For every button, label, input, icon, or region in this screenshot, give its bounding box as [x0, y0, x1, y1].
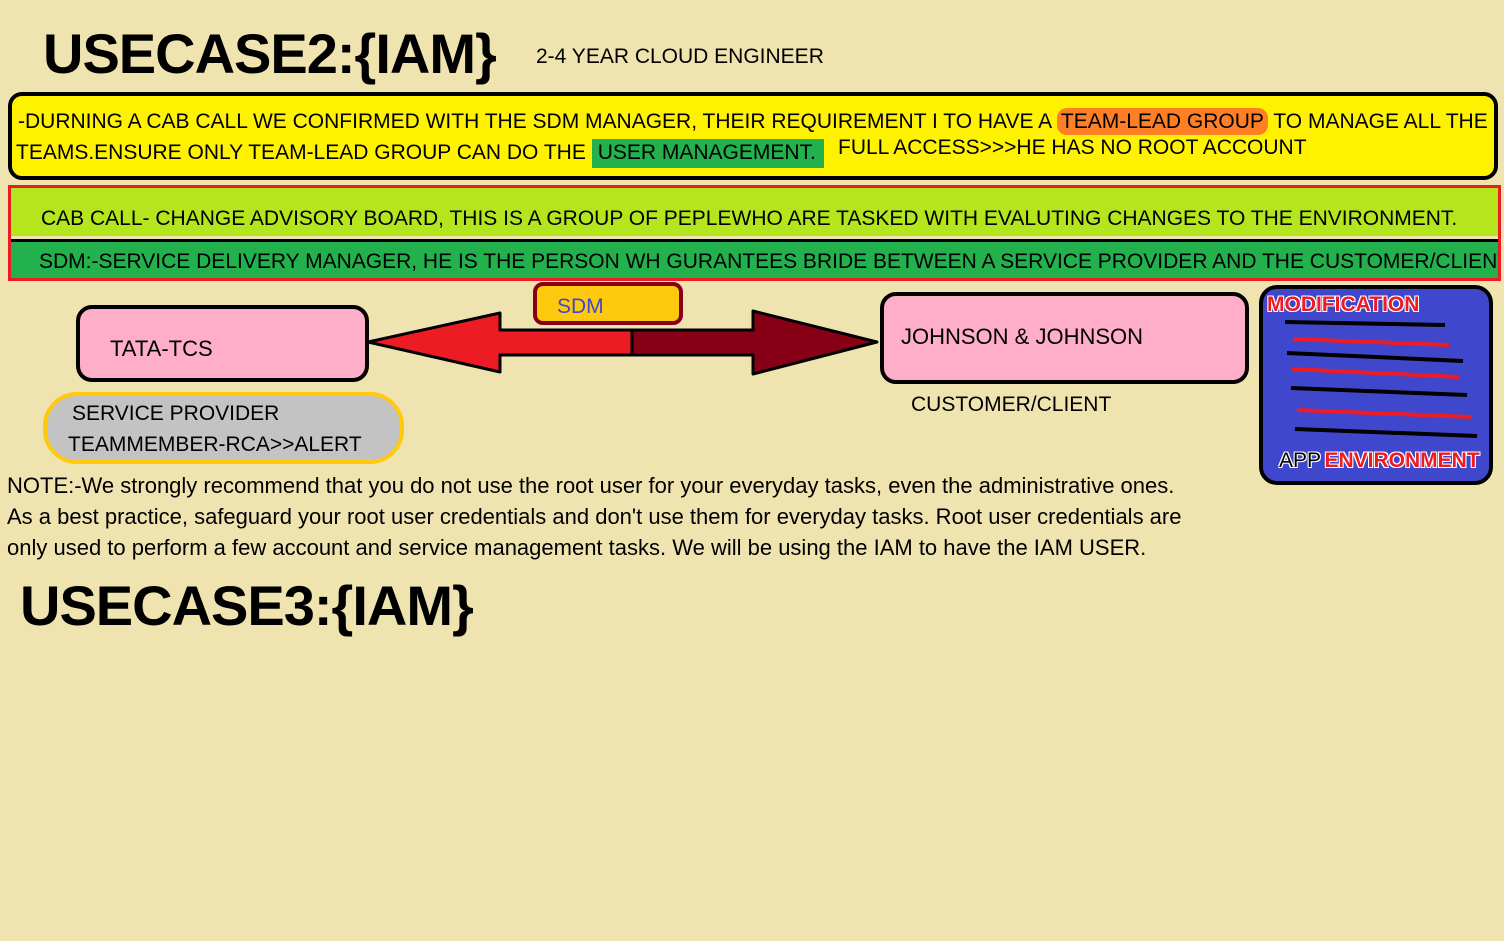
- requirement-line-2-prefix: TEAMS.ENSURE ONLY TEAM-LEAD GROUP CAN DO…: [16, 141, 592, 164]
- requirement-line-2: TEAMS.ENSURE ONLY TEAM-LEAD GROUP CAN DO…: [16, 139, 824, 168]
- note-line-3: only used to perform a few account and s…: [7, 535, 1147, 560]
- full-access-note: FULL ACCESS>>>HE HAS NO ROOT ACCOUNT: [838, 136, 1307, 159]
- note-line-1: NOTE:-We strongly recommend that you do …: [7, 473, 1175, 498]
- client-node: JOHNSON & JOHNSON: [880, 292, 1249, 384]
- usecase3-title: USECASE3:{IAM}: [20, 574, 474, 637]
- provider-node-label: TATA-TCS: [110, 336, 213, 361]
- client-label: CUSTOMER/CLIENT: [911, 393, 1112, 416]
- service-provider-label: SERVICE PROVIDER: [72, 402, 280, 425]
- document-lines-icon: [1284, 320, 1478, 438]
- service-provider-box: SERVICE PROVIDER TEAMMEMBER-RCA>>ALERT: [43, 392, 404, 464]
- user-management-highlight: USER MANAGEMENT.: [591, 139, 824, 168]
- usecase2-title: USECASE2:{IAM}: [43, 22, 497, 85]
- bidirectional-arrow: [366, 309, 879, 376]
- note-line-2: As a best practice, safeguard your root …: [7, 504, 1182, 529]
- requirement-line-1-prefix: -DURNING A CAB CALL WE CONFIRMED WITH TH…: [18, 110, 1057, 133]
- sdm-definition: SDM:-SERVICE DELIVERY MANAGER, HE IS THE…: [39, 250, 1501, 273]
- client-node-label: JOHNSON & JOHNSON: [901, 324, 1144, 349]
- sdm-definition-row: SDM:-SERVICE DELIVERY MANAGER, HE IS THE…: [11, 239, 1501, 278]
- root-user-note: NOTE:-We strongly recommend that you do …: [7, 470, 1181, 563]
- cab-definition: CAB CALL- CHANGE ADVISORY BOARD, THIS IS…: [41, 207, 1458, 230]
- requirement-line-1-suffix: TO MANAGE ALL THE: [1267, 110, 1488, 133]
- team-lead-group-highlight: TEAM-LEAD GROUP: [1056, 108, 1268, 135]
- arrow-left-half: [366, 311, 634, 374]
- environment-label: ENVIRONMENT: [1324, 449, 1480, 472]
- modification-label: MODIFICATION: [1267, 293, 1420, 316]
- usecase2-subtitle: 2-4 YEAR CLOUD ENGINEER: [536, 45, 824, 68]
- app-label: APP: [1279, 449, 1321, 472]
- sdm-label-box: SDM: [533, 282, 683, 325]
- sdm-label: SDM: [557, 295, 604, 318]
- app-environment-box: MODIFICATION APP ENVIRONMENT: [1259, 285, 1493, 485]
- team-member-alert-label: TEAMMEMBER-RCA>>ALERT: [68, 433, 362, 456]
- arrow-right-half: [630, 309, 879, 376]
- definitions-box: CAB CALL- CHANGE ADVISORY BOARD, THIS IS…: [8, 185, 1501, 281]
- app-environment-label: APP ENVIRONMENT: [1279, 449, 1480, 473]
- requirement-line-1: -DURNING A CAB CALL WE CONFIRMED WITH TH…: [18, 108, 1488, 135]
- provider-node: TATA-TCS: [76, 305, 369, 382]
- requirement-box: -DURNING A CAB CALL WE CONFIRMED WITH TH…: [8, 92, 1498, 180]
- cab-definition-row: CAB CALL- CHANGE ADVISORY BOARD, THIS IS…: [11, 188, 1498, 236]
